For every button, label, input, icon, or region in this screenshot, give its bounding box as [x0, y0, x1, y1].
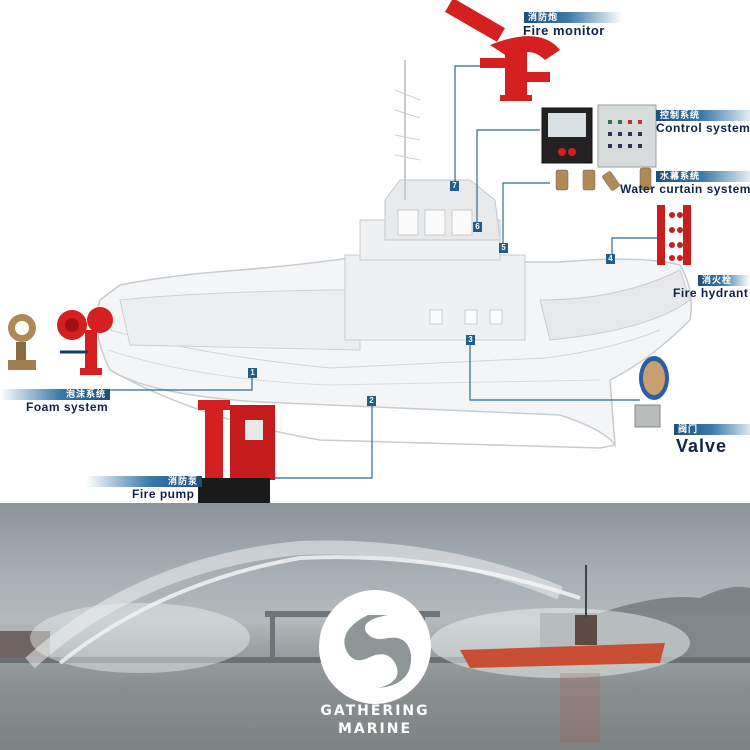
tugboat-water-spray-photo: GATHERING MARINE — [0, 503, 750, 750]
control-system-cn-label: 控制系统 — [656, 110, 750, 121]
photo-scene — [0, 540, 750, 743]
fire-hydrant-label: Fire hydrant — [673, 286, 749, 300]
logo-text-line1: GATHERING — [320, 703, 430, 719]
marker-2[interactable]: 2 — [367, 396, 376, 406]
fire-fighting-system-diagram: 1 2 3 4 5 6 7 消防炮 Fire monitor 控制系统 Cont… — [0, 0, 750, 503]
fire-hydrant-cn-label: 消火栓 — [698, 275, 750, 286]
marker-3[interactable]: 3 — [466, 335, 475, 345]
fire-pump-image — [198, 400, 275, 503]
foam-system-cn-label: 泡沫系统 — [0, 389, 110, 400]
water-curtain-cn-label: 水幕系统 — [656, 171, 750, 182]
logo-text-line2: MARINE — [337, 721, 413, 737]
fire-pump-label: Fire pump — [132, 487, 195, 501]
marker-1[interactable]: 1 — [248, 368, 257, 378]
fire-monitor-image — [445, 0, 560, 101]
fire-monitor-cn-label: 消防炮 — [524, 12, 622, 23]
fire-pump-cn-label: 消防泵 — [86, 476, 202, 487]
control-system-label: Control system — [656, 121, 750, 135]
valve-label: Valve — [676, 436, 728, 456]
fire-monitor-label: Fire monitor — [523, 23, 605, 38]
marker-4[interactable]: 4 — [606, 254, 615, 264]
water-curtain-label: Water curtain system — [620, 182, 750, 196]
foam-system-label: Foam system — [26, 400, 109, 414]
valve-cn-label: 阀门 — [674, 424, 750, 435]
marker-5[interactable]: 5 — [499, 243, 508, 253]
marker-6[interactable]: 6 — [473, 222, 482, 232]
marker-7[interactable]: 7 — [450, 181, 459, 191]
gathering-marine-logo-icon — [319, 590, 431, 704]
tugboat-illustration — [8, 0, 692, 503]
